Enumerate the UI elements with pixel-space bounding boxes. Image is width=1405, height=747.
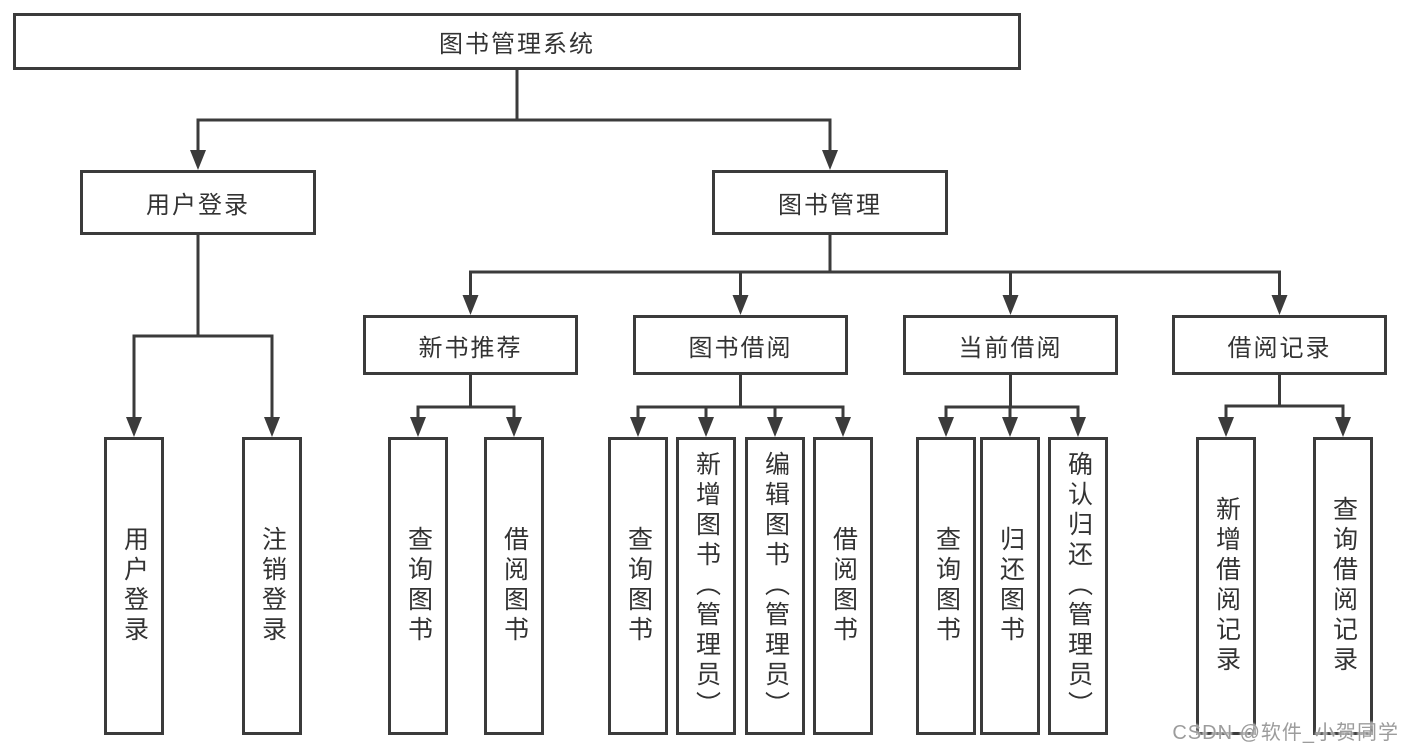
leaf-borrow-books-recommend: 借阅图书 [484,437,544,735]
leaf-add-books-admin: 新增图书（管理员） [676,437,736,735]
leaf-logout: 注销登录 [242,437,302,735]
leaf-query-books-borrow: 查询图书 [608,437,668,735]
node-library-management-system: 图书管理系统 [13,13,1021,70]
node-new-book-recommendation: 新书推荐 [363,315,578,375]
leaf-query-books-current: 查询图书 [916,437,976,735]
leaf-borrow-books: 借阅图书 [813,437,873,735]
leaf-query-borrow-record: 查询借阅记录 [1313,437,1373,735]
leaf-user-login: 用户登录 [104,437,164,735]
leaf-return-books: 归还图书 [980,437,1040,735]
node-current-borrowing: 当前借阅 [903,315,1118,375]
node-book-management: 图书管理 [712,170,948,235]
node-user-login: 用户登录 [80,170,316,235]
leaf-add-borrow-record: 新增借阅记录 [1196,437,1256,735]
leaf-query-books-recommend: 查询图书 [388,437,448,735]
node-book-borrowing: 图书借阅 [633,315,848,375]
watermark: CSDN @软件_小贺同学 [1172,722,1399,744]
leaf-confirm-return-admin: 确认归还（管理员） [1048,437,1108,735]
leaf-edit-books-admin: 编辑图书（管理员） [745,437,805,735]
node-borrowing-records: 借阅记录 [1172,315,1387,375]
